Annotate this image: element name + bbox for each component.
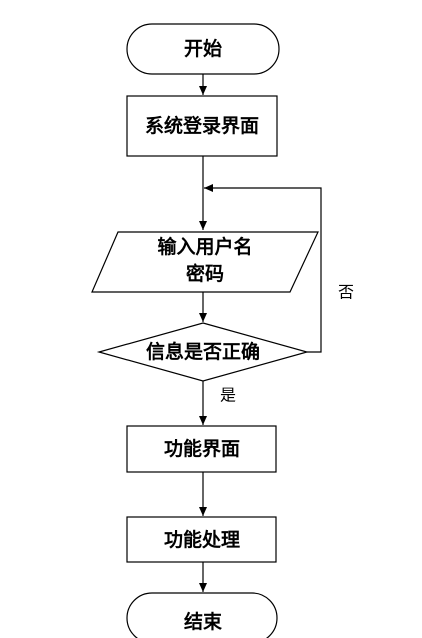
check-node: 信息是否正确 (96, 322, 310, 382)
end-terminator-shape (126, 592, 278, 638)
input-data-shape (91, 231, 319, 293)
input-label-line2: 密码 (186, 262, 224, 285)
features-process-shape (126, 425, 277, 473)
features-node: 功能界面 (126, 425, 277, 473)
processing-process-shape (126, 516, 277, 563)
check-label: 信息是否正确 (146, 340, 260, 363)
start-node: 开始 (126, 23, 280, 75)
yes-edge-label: 是 (220, 386, 236, 405)
features-label: 功能界面 (164, 437, 240, 460)
input-label-line1: 输入用户名 (157, 235, 252, 258)
login-label: 系统登录界面 (145, 114, 259, 137)
arrow-check-no-loop (204, 184, 322, 353)
processing-node: 功能处理 (126, 516, 277, 563)
no-edge-label: 否 (338, 283, 354, 302)
processing-label: 功能处理 (164, 528, 240, 551)
login-node: 系统登录界面 (126, 95, 278, 157)
start-label: 开始 (184, 37, 222, 60)
login-process-shape (126, 95, 278, 157)
input-node: 输入用户名 密码 (91, 231, 319, 293)
end-node: 结束 (126, 592, 278, 638)
end-label: 结束 (184, 610, 223, 633)
